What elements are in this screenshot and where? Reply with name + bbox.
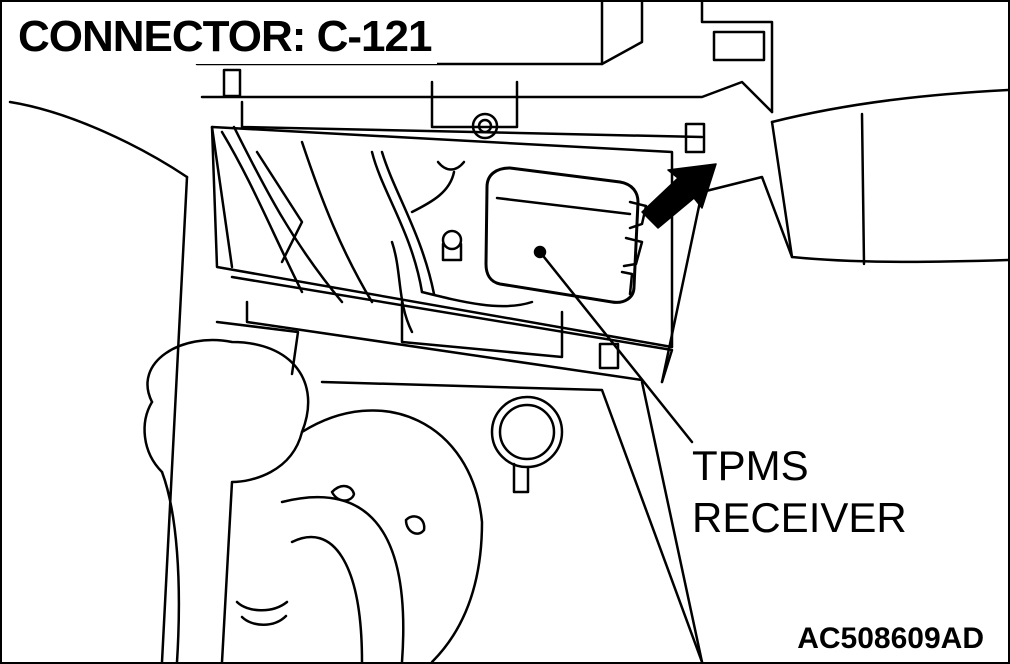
label-line-2: RECEIVER — [692, 494, 907, 541]
shift-gate-trim — [280, 409, 484, 662]
tpms-receiver-label: TPMS RECEIVER — [692, 440, 907, 544]
lower-console-panel — [215, 190, 704, 662]
leader-line — [538, 250, 694, 444]
label-line-1: TPMS — [692, 442, 809, 489]
right-dash-panel — [700, 88, 1008, 266]
console-opening — [210, 125, 674, 349]
figure-code: AC508609AD — [797, 622, 984, 655]
left-dash-lines — [8, 100, 189, 662]
tpms-receiver-module — [484, 166, 648, 304]
power-socket — [490, 395, 564, 494]
shift-lever — [143, 338, 310, 662]
connector-arrow-icon — [641, 163, 717, 229]
connector-title: CONNECTOR: C-121 — [16, 12, 438, 64]
upper-bezel — [195, 2, 774, 154]
